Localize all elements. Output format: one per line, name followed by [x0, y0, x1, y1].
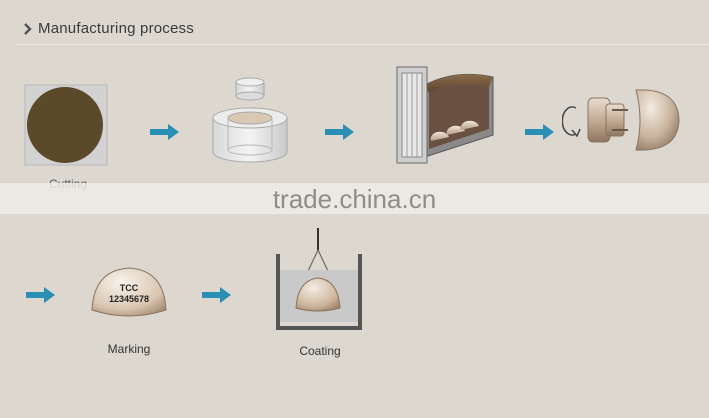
- marking-text-line2: 12345678: [109, 294, 149, 304]
- step-label-coating: Coating: [299, 344, 341, 358]
- furnace-icon: [396, 66, 494, 164]
- section-title: Manufacturing process: [38, 20, 194, 37]
- arrow-right-icon: [202, 287, 231, 303]
- header-divider: [14, 44, 709, 45]
- marked-dome-icon: TCC 12345678: [91, 267, 167, 317]
- coating-tank-icon: [276, 228, 362, 330]
- press-die-icon: [212, 77, 288, 163]
- arrow-right-icon: [525, 124, 554, 140]
- watermark-band: [0, 183, 709, 214]
- section-header: Manufacturing process: [22, 20, 194, 37]
- watermark: trade.china.cn: [272, 184, 437, 214]
- arrow-right-icon: [150, 124, 179, 140]
- step-label-marking: Marking: [107, 342, 151, 356]
- arrow-right-icon: [325, 124, 354, 140]
- machining-icon: [562, 89, 680, 151]
- marking-text-line1: TCC: [120, 283, 139, 293]
- cut-disc-icon: [24, 84, 108, 166]
- arrow-right-icon: [26, 287, 55, 303]
- chevron-right-icon: [24, 22, 32, 35]
